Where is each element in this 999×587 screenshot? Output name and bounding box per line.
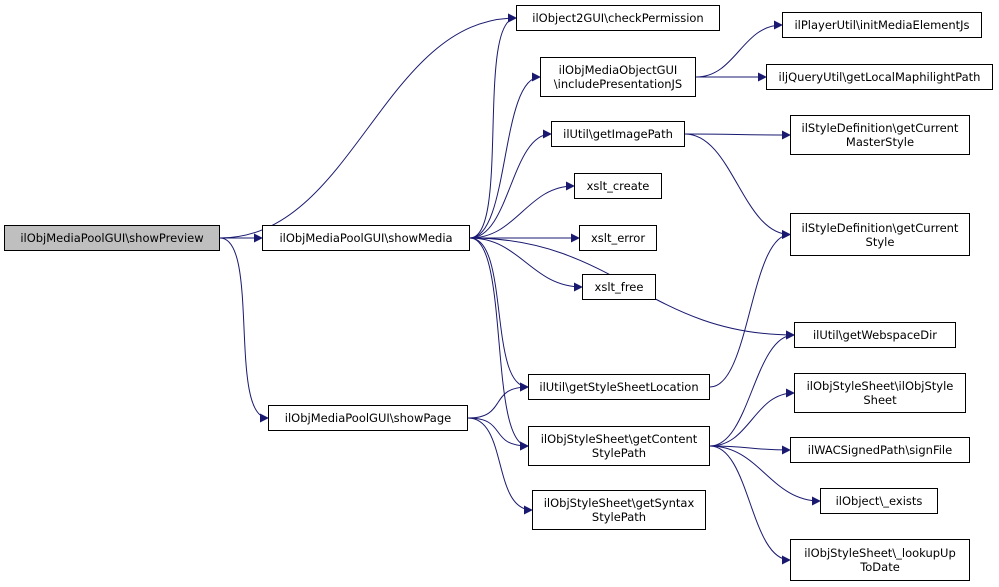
node-exists[interactable]: ilObject\_exists xyxy=(820,488,938,514)
node-label-line: ilPlayerUtil\initMediaElementJs xyxy=(794,18,970,32)
call-edge-getContentStylePath-to-exists xyxy=(709,445,821,506)
node-label-line: ilObjMediaPoolGUI\showMedia xyxy=(279,231,453,245)
call-edge-showMedia-to-getContentStylePath xyxy=(469,237,529,451)
call-edge-showMedia-to-xslt_free xyxy=(469,237,583,292)
call-edge-getContentStylePath-to-signFile xyxy=(709,445,791,455)
node-label-line: ilObject2GUI\checkPermission xyxy=(532,11,704,25)
node-xslt-error[interactable]: xslt_error xyxy=(579,225,657,251)
node-label-line: xslt_error xyxy=(590,231,646,245)
call-edge-showMedia-to-getStyleSheetLocation xyxy=(469,237,529,392)
node-xslt-create[interactable]: xslt_create xyxy=(574,173,662,199)
node-xslt-free[interactable]: xslt_free xyxy=(582,274,656,300)
node-label-line: ilUtil\getWebspaceDir xyxy=(812,328,938,342)
node-signfile[interactable]: ilWACSignedPath\signFile xyxy=(790,437,970,463)
node-getstylesheetlocation[interactable]: ilUtil\getStyleSheetLocation xyxy=(528,374,710,400)
node-label-line: ilObjStyleSheet\_lookupUp xyxy=(804,546,956,560)
node-label-line: ilObject\_exists xyxy=(835,494,923,508)
node-label-line: ilStyleDefinition\getCurrent xyxy=(801,121,959,135)
call-edge-showPage-to-getContentStylePath xyxy=(467,417,529,451)
node-label-line: ilObjMediaObjectGUI xyxy=(558,63,678,77)
node-label-line: Style xyxy=(865,234,895,249)
call-edge-showMedia-to-getImagePath xyxy=(469,129,552,239)
node-label-line: xslt_free xyxy=(594,280,644,294)
node-showmedia[interactable]: ilObjMediaPoolGUI\showMedia xyxy=(262,225,470,251)
node-initmediaelementjs[interactable]: ilPlayerUtil\initMediaElementJs xyxy=(782,12,982,38)
node-label-line: ilObjMediaPoolGUI\showPage xyxy=(284,411,452,425)
call-edge-getImagePath-to-getCurrentMasterStyle xyxy=(684,130,791,140)
call-edge-getStyleSheetLocation-to-getCurrentStyle xyxy=(709,230,791,388)
node-getlocalmaphilightpath[interactable]: iljQueryUtil\getLocalMaphilightPath xyxy=(766,64,993,90)
node-label-line: StylePath xyxy=(591,510,647,524)
call-edge-getContentStylePath-to-ilObjStyleSheet xyxy=(709,388,795,447)
node-label-line: Sheet xyxy=(863,393,897,407)
call-edge-getContentStylePath-to-lookupUpToDate xyxy=(709,445,791,565)
call-edge-showPage-to-getStyleSheetLocation xyxy=(467,382,529,419)
node-getwebspacedir[interactable]: ilUtil\getWebspaceDir xyxy=(794,322,956,348)
node-label-line: ilObjMediaPoolGUI\showPreview xyxy=(20,231,204,245)
node-includepresentationjs[interactable]: ilObjMediaObjectGUI\includePresentationJ… xyxy=(540,57,696,97)
call-edge-showPage-to-getSyntaxStylePath xyxy=(467,417,533,515)
node-showpreview: ilObjMediaPoolGUI\showPreview xyxy=(4,225,220,251)
node-label-line: StylePath xyxy=(591,446,647,460)
node-label-line: ilObjStyleSheet\getSyntax xyxy=(543,496,695,510)
node-label-line: MasterStyle xyxy=(845,135,915,149)
node-label-line: xslt_create xyxy=(586,179,650,193)
node-checkpermission[interactable]: ilObject2GUI\checkPermission xyxy=(516,5,720,31)
call-edge-showMedia-to-checkPermission xyxy=(469,13,517,239)
call-edge-showMedia-to-xslt_create xyxy=(469,181,575,239)
node-label-line: ilStyleDefinition\getCurrent xyxy=(801,220,959,235)
node-label-line: ilWACSignedPath\signFile xyxy=(807,443,953,457)
call-edge-showPreview-to-showPage xyxy=(219,237,269,423)
node-label-line: ilUtil\getStyleSheetLocation xyxy=(539,380,699,394)
node-label-line: ilUtil\getImagePath xyxy=(563,127,673,141)
node-label-line: ToDate xyxy=(860,560,900,574)
call-edge-showPreview-to-checkPermission xyxy=(219,13,517,239)
node-showpage[interactable]: ilObjMediaPoolGUI\showPage xyxy=(268,405,468,431)
call-edge-includePresentationJS-to-initMediaElementJs xyxy=(695,20,783,78)
node-label-line: ilObjStyleSheet\ilObjStyle xyxy=(806,379,954,393)
node-label-line: iljQueryUtil\getLocalMaphilightPath xyxy=(778,70,981,84)
node-label-line: \includePresentationJS xyxy=(553,77,683,91)
call-edge-getContentStylePath-to-getWebspaceDir xyxy=(709,330,795,447)
node-getimagepath[interactable]: ilUtil\getImagePath xyxy=(551,121,685,147)
call-edge-showMedia-to-includePresentationJS xyxy=(469,72,541,239)
node-label-line: ilObjStyleSheet\getContent xyxy=(540,432,698,446)
call-edge-getImagePath-to-getCurrentStyle xyxy=(684,133,791,239)
